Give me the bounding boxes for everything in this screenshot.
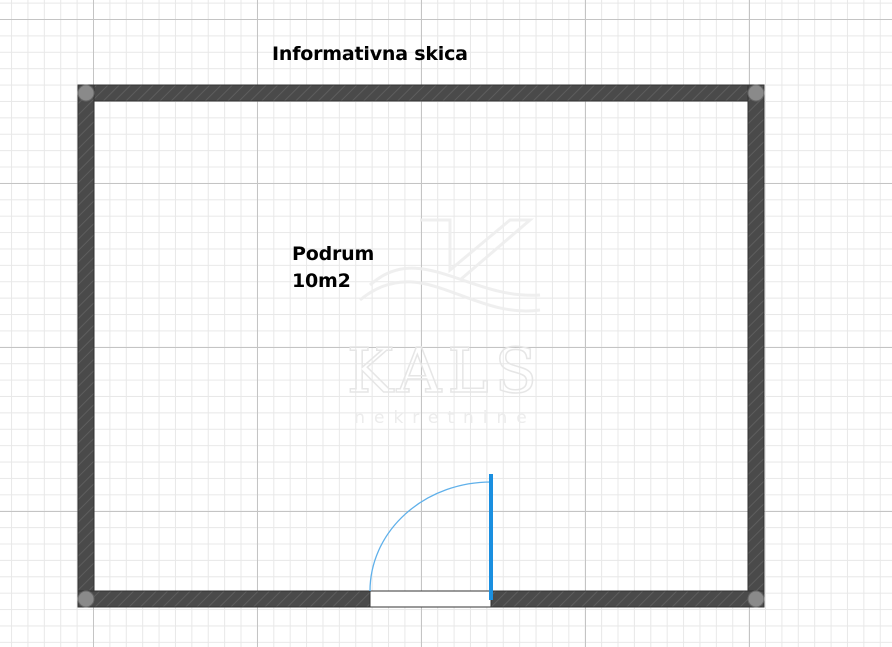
corner-node xyxy=(747,590,765,608)
corner-node xyxy=(77,590,95,608)
door-opening xyxy=(369,590,492,608)
watermark-logo: KALS nekretnine xyxy=(346,218,543,428)
wall-left xyxy=(77,84,95,608)
watermark-swirl xyxy=(359,218,541,313)
watermark-brand: KALS xyxy=(347,334,543,407)
room-label: Podrum 10m2 xyxy=(292,241,374,295)
wall-bottom-right xyxy=(490,590,765,608)
room-name: Podrum xyxy=(292,243,375,265)
room-area: 10m2 xyxy=(292,270,351,292)
corner-node xyxy=(77,84,95,102)
plan-title: Informativna skica xyxy=(272,43,468,65)
wall-top xyxy=(77,84,765,102)
watermark-subtitle: nekretnine xyxy=(354,408,536,428)
corner-node xyxy=(747,84,765,102)
wall-right xyxy=(747,84,765,608)
wall-bottom-left xyxy=(77,590,371,608)
door-swing-arc xyxy=(369,481,492,592)
